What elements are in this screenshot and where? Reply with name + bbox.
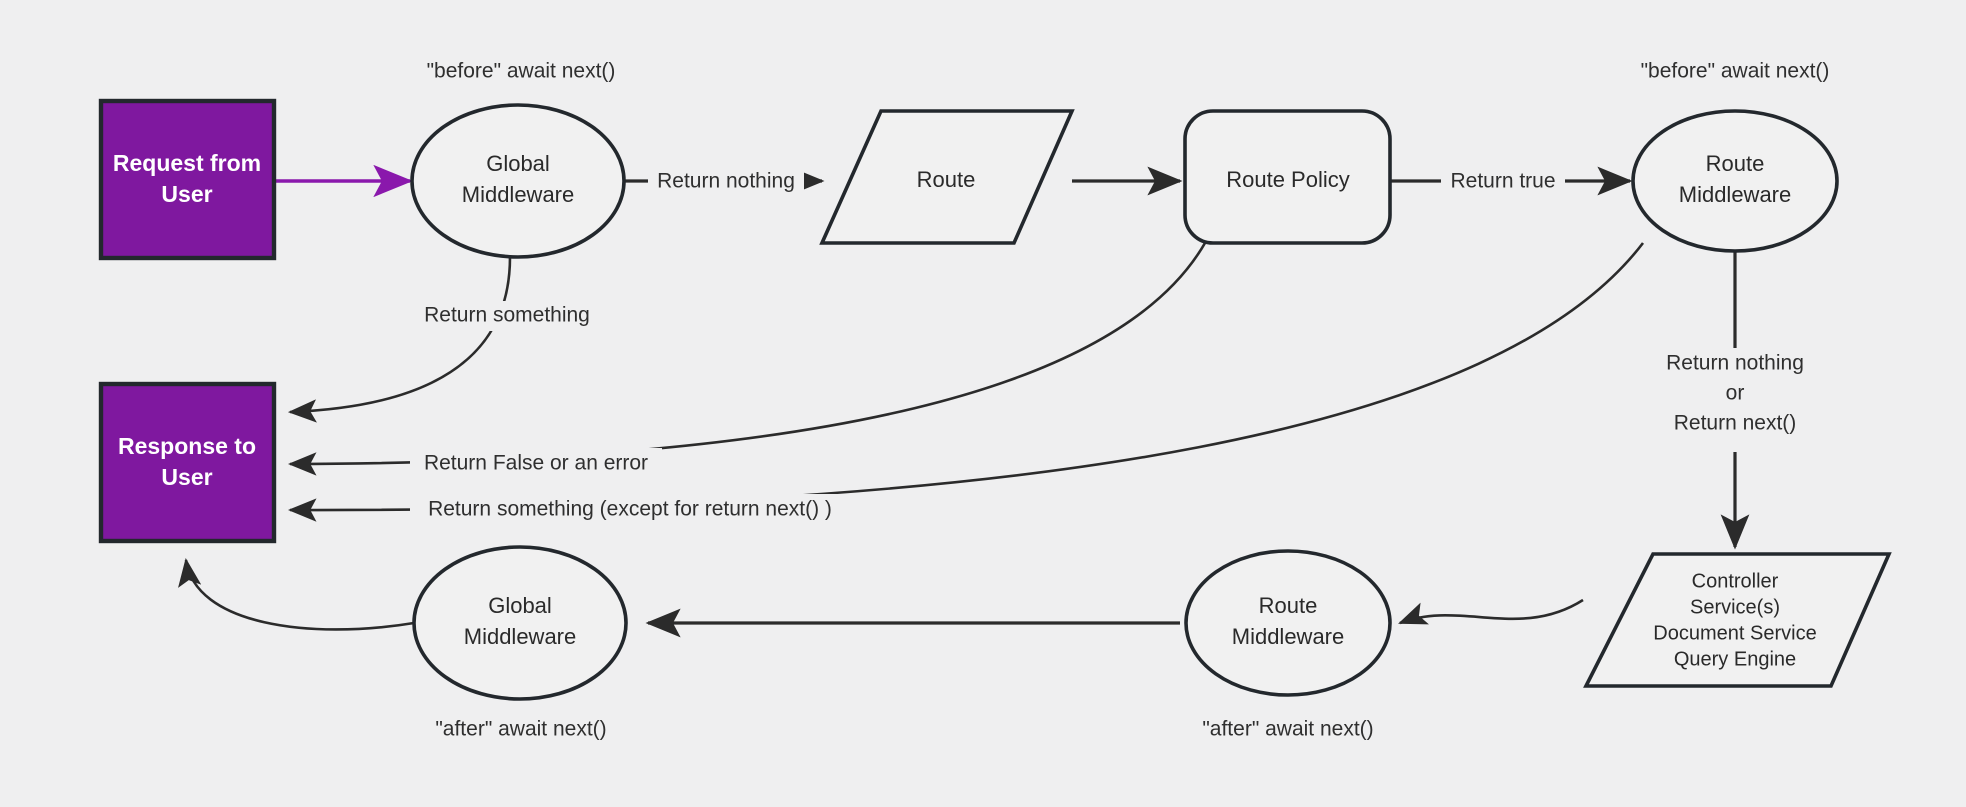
request-from-user-label-line2: User: [161, 181, 212, 207]
global-middleware-after-ellipse[interactable]: [412, 545, 628, 701]
edge-label-return-nothing-text: Return nothing: [657, 170, 795, 193]
node-route-policy[interactable]: Route Policy: [1183, 109, 1392, 245]
controller-label-line2: Service(s): [1690, 596, 1780, 618]
request-from-user-box[interactable]: [98, 98, 277, 261]
edge-label-return-true-text: Return true: [1450, 170, 1555, 193]
edge-label-return-something-except: Return something (except for return next…: [410, 494, 850, 524]
edge-label-return-false-or-error: Return False or an error: [410, 448, 662, 478]
response-to-user-label-line2: User: [161, 464, 212, 490]
edge-label-return-something: Return something: [413, 301, 597, 331]
global-middleware-after-label-line2: Middleware: [464, 624, 577, 649]
node-request-from-user[interactable]: Request from User: [98, 98, 277, 261]
edge-label-return-something-text: Return something: [424, 304, 590, 327]
node-route-middleware-after[interactable]: Route Middleware: [1184, 549, 1392, 697]
edge-label-return-something-except-text: Return something (except for return next…: [428, 498, 832, 521]
node-route-middleware-before[interactable]: Route Middleware: [1631, 109, 1839, 253]
global-middleware-before-label-line1: Global: [486, 151, 550, 176]
global-middleware-before-ellipse[interactable]: [410, 103, 626, 259]
annotation-after-global-middleware: "after" await next(): [435, 718, 606, 741]
edge-label-return-false-or-error-text: Return False or an error: [424, 452, 648, 475]
route-middleware-before-ellipse[interactable]: [1631, 109, 1839, 253]
controller-label-line3: Document Service: [1653, 622, 1816, 644]
edge-label-return-nothing: Return nothing: [648, 166, 804, 196]
edge-controller-to-route-middleware-after: [1398, 598, 1584, 625]
annotation-before-route-middleware: "before" await next(): [1641, 60, 1830, 83]
controller-label-line1: Controller: [1692, 570, 1779, 592]
route-middleware-after-label-line2: Middleware: [1232, 624, 1345, 649]
annotation-after-route-middleware: "after" await next(): [1202, 718, 1373, 741]
edge-global-middleware-after-to-response: [178, 557, 415, 631]
controller-parallelogram[interactable]: [1583, 552, 1892, 688]
node-controller-services[interactable]: Controller Service(s) Document Service Q…: [1583, 552, 1892, 688]
edge-label-return-true: Return true: [1441, 166, 1565, 196]
route-middleware-before-label-line1: Route: [1706, 151, 1765, 176]
edge-global-middleware-return-something: [287, 256, 512, 423]
request-from-user-label-line1: Request from: [113, 150, 261, 176]
route-policy-box[interactable]: [1183, 109, 1392, 245]
annotation-before-global-middleware: "before" await next(): [427, 60, 616, 83]
node-response-to-user[interactable]: Response to User: [98, 381, 277, 544]
route-parallelogram[interactable]: [819, 109, 1075, 245]
route-label: Route: [917, 167, 976, 192]
route-middleware-after-ellipse[interactable]: [1184, 549, 1392, 697]
route-middleware-after-label-line1: Route: [1259, 593, 1318, 618]
node-global-middleware-after[interactable]: Global Middleware: [412, 545, 628, 701]
node-route[interactable]: Route: [819, 109, 1075, 245]
node-global-middleware-before[interactable]: Global Middleware: [410, 103, 626, 259]
response-to-user-label-line1: Response to: [118, 433, 256, 459]
route-middleware-before-label-line2: Middleware: [1679, 182, 1792, 207]
response-to-user-box[interactable]: [98, 381, 277, 544]
edge-label-return-nothing-or-next-line2: or: [1726, 382, 1745, 405]
edge-label-return-nothing-or-next-line3: Return next(): [1674, 412, 1797, 435]
edge-label-return-nothing-or-next-line1: Return nothing: [1666, 352, 1804, 375]
route-policy-label: Route Policy: [1226, 167, 1350, 192]
global-middleware-after-label-line1: Global: [488, 593, 552, 618]
controller-label-line4: Query Engine: [1674, 648, 1796, 670]
global-middleware-before-label-line2: Middleware: [462, 182, 575, 207]
edge-label-return-nothing-or-next: Return nothing or Return next(): [1645, 348, 1825, 452]
edge-route-policy-return-false: [287, 242, 1207, 476]
